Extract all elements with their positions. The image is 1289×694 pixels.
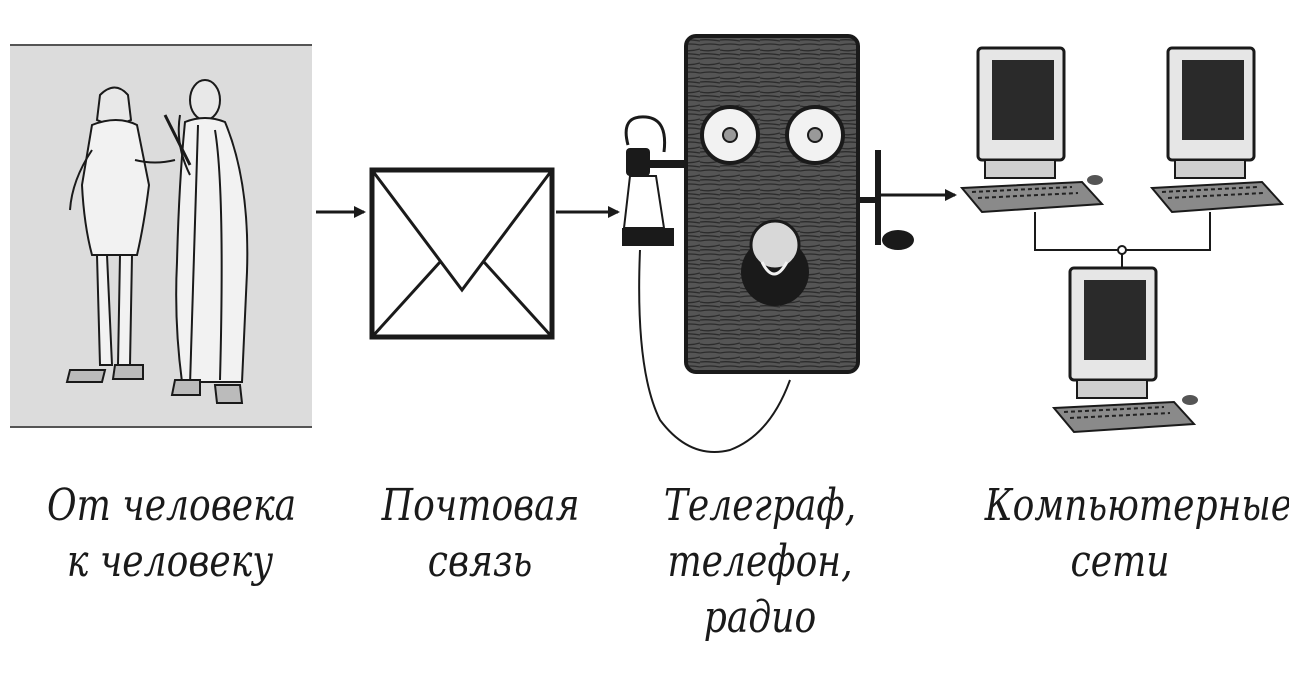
caption-line: связь (382, 534, 579, 590)
caption-line: От человека (47, 478, 293, 534)
caption-computer-networks: Компьютерные сети (985, 478, 1256, 590)
computer-icon (962, 48, 1103, 212)
caption-postal-service: Почтовая связь (382, 478, 579, 590)
caption-line: Телеграф, (653, 478, 866, 534)
wall-telephone-illustration (622, 36, 914, 452)
caption-person-to-person: От человека к человеку (47, 478, 293, 590)
caption-line: к человеку (47, 534, 293, 590)
computer-network-illustration (962, 48, 1282, 432)
caption-line: Компьютерные (985, 478, 1256, 534)
envelope-icon (372, 170, 552, 337)
caption-line: Почтовая (382, 478, 579, 534)
caption-line: сети (985, 534, 1256, 590)
computer-icon (1054, 268, 1198, 432)
caption-telegraph-telephone-radio: Телеграф, телефон, радио (653, 478, 866, 646)
people-talking-illustration (10, 45, 312, 427)
caption-line: радио (653, 590, 866, 646)
caption-line: телефон, (653, 534, 866, 590)
computer-icon (1152, 48, 1282, 212)
